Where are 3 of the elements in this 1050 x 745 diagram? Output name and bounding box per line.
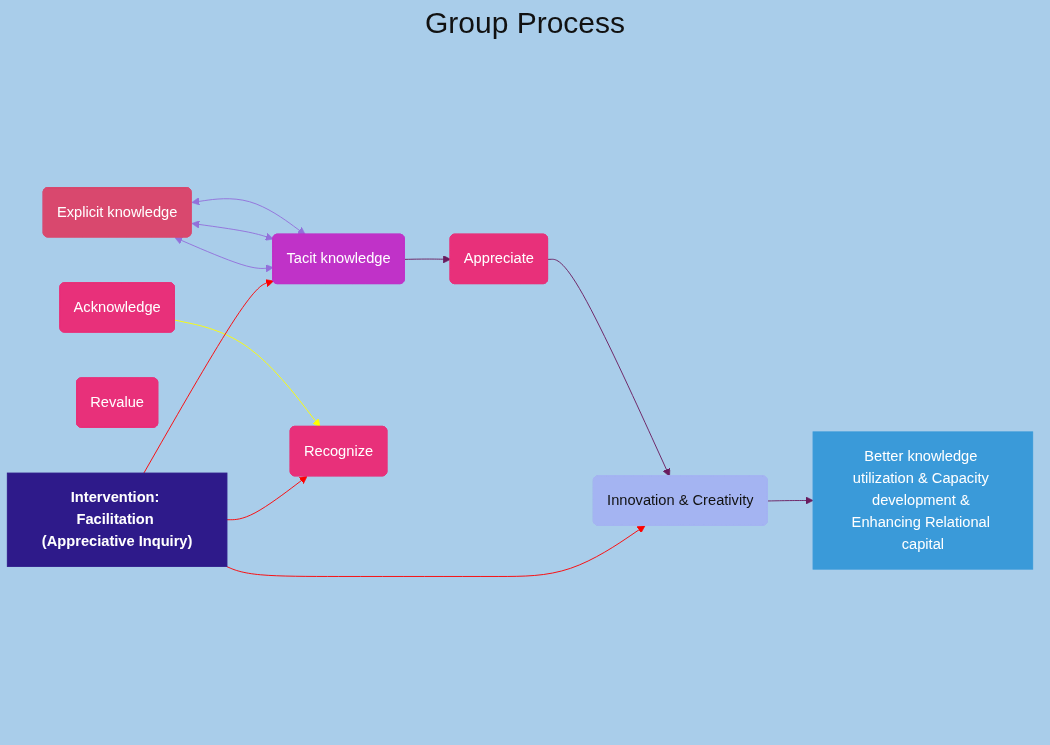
node-box: Intervention: Facilitation (Appreciative Inquiry) xyxy=(6,472,228,567)
node-box: Better knowledge utilization & Capacity development & Enhancing Relational capital xyxy=(812,431,1034,570)
diagram-title: Group Process xyxy=(423,6,627,40)
